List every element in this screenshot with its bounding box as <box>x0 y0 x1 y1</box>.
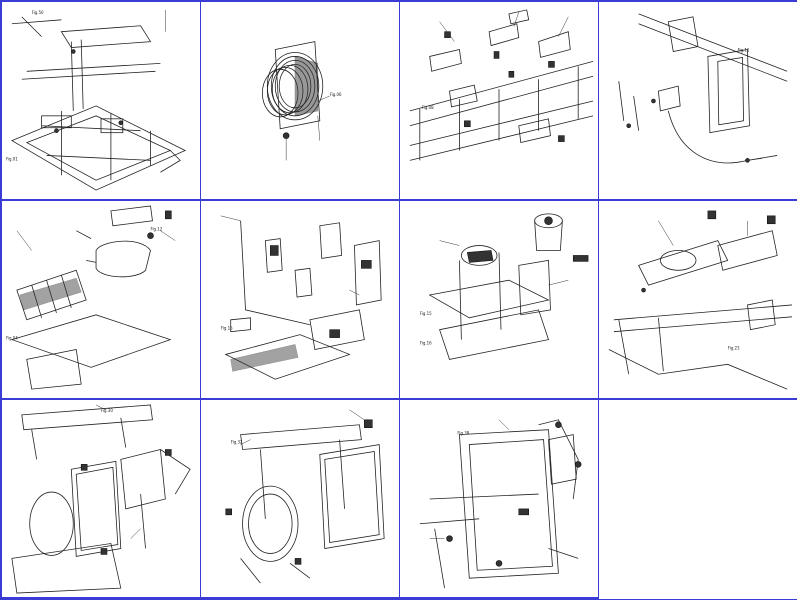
fig-label: Fig.30 <box>101 408 113 413</box>
diagram-cell-engine-mounting-brackets[interactable]: Fig.08 <box>400 2 600 201</box>
throttle-linkage-drawing: Fig.11 <box>618 13 788 164</box>
diagram-cell-radiator-b[interactable]: Fig.32 <box>201 400 401 599</box>
diagram-cell-cooling-pump[interactable]: Fig.15 Fig.16 <box>400 201 600 400</box>
engine-frame-drawing: Fig.50 Fig.01 <box>6 10 187 191</box>
diagram-cell-fuel-system[interactable]: Fig.15 <box>201 201 401 400</box>
diagram-cell-radiator-frame[interactable]: Fig.38 <box>400 400 600 599</box>
fig-label: Fig.32 <box>231 440 243 445</box>
fig-label: Fig.16 <box>420 341 432 346</box>
exhaust-muffler-drawing: Fig.23 <box>608 210 793 390</box>
diagram-cell-radiator-a[interactable]: Fig.30 <box>2 400 202 599</box>
air-intake-drawing: Fig.12 Fig.04 <box>6 205 176 390</box>
fig-label: Fig.04 <box>6 336 18 341</box>
radiator-frame-drawing: Fig.38 <box>419 419 582 589</box>
fig-label: Fig.50 <box>32 10 44 15</box>
diagram-cell-air-intake-filter[interactable]: Fig.12 Fig.04 <box>2 201 202 400</box>
diagram-cell-flywheel-coupling[interactable]: Fig.06 <box>201 2 401 201</box>
fig-label: Fig.38 <box>457 431 469 436</box>
diagram-cell-engine-frame[interactable]: Fig.50 Fig.01 <box>2 2 202 201</box>
diagram-cell-exhaust-muffler[interactable]: Fig.23 <box>599 201 797 400</box>
fig-label: Fig.15 <box>221 326 233 331</box>
cooling-pump-drawing: Fig.15 Fig.16 <box>420 213 589 360</box>
empty-cell <box>599 400 797 599</box>
fig-label: Fig.08 <box>422 105 434 110</box>
fuel-system-drawing: Fig.15 <box>220 215 382 380</box>
fig-label: Fig.11 <box>738 47 750 52</box>
engine-mounting-drawing: Fig.08 <box>409 9 594 161</box>
radiator-b-drawing: Fig.32 <box>225 409 385 584</box>
radiator-a-drawing: Fig.30 <box>11 404 191 594</box>
fig-label: Fig.06 <box>330 92 342 97</box>
fig-label: Fig.15 <box>420 311 432 316</box>
diagram-cell-throttle-linkage[interactable]: Fig.11 <box>599 2 797 201</box>
flywheel-coupling-drawing: Fig.06 <box>261 41 342 161</box>
fig-label: Fig.01 <box>6 156 18 161</box>
fig-label: Fig.23 <box>728 345 740 350</box>
fig-label: Fig.12 <box>150 227 162 232</box>
